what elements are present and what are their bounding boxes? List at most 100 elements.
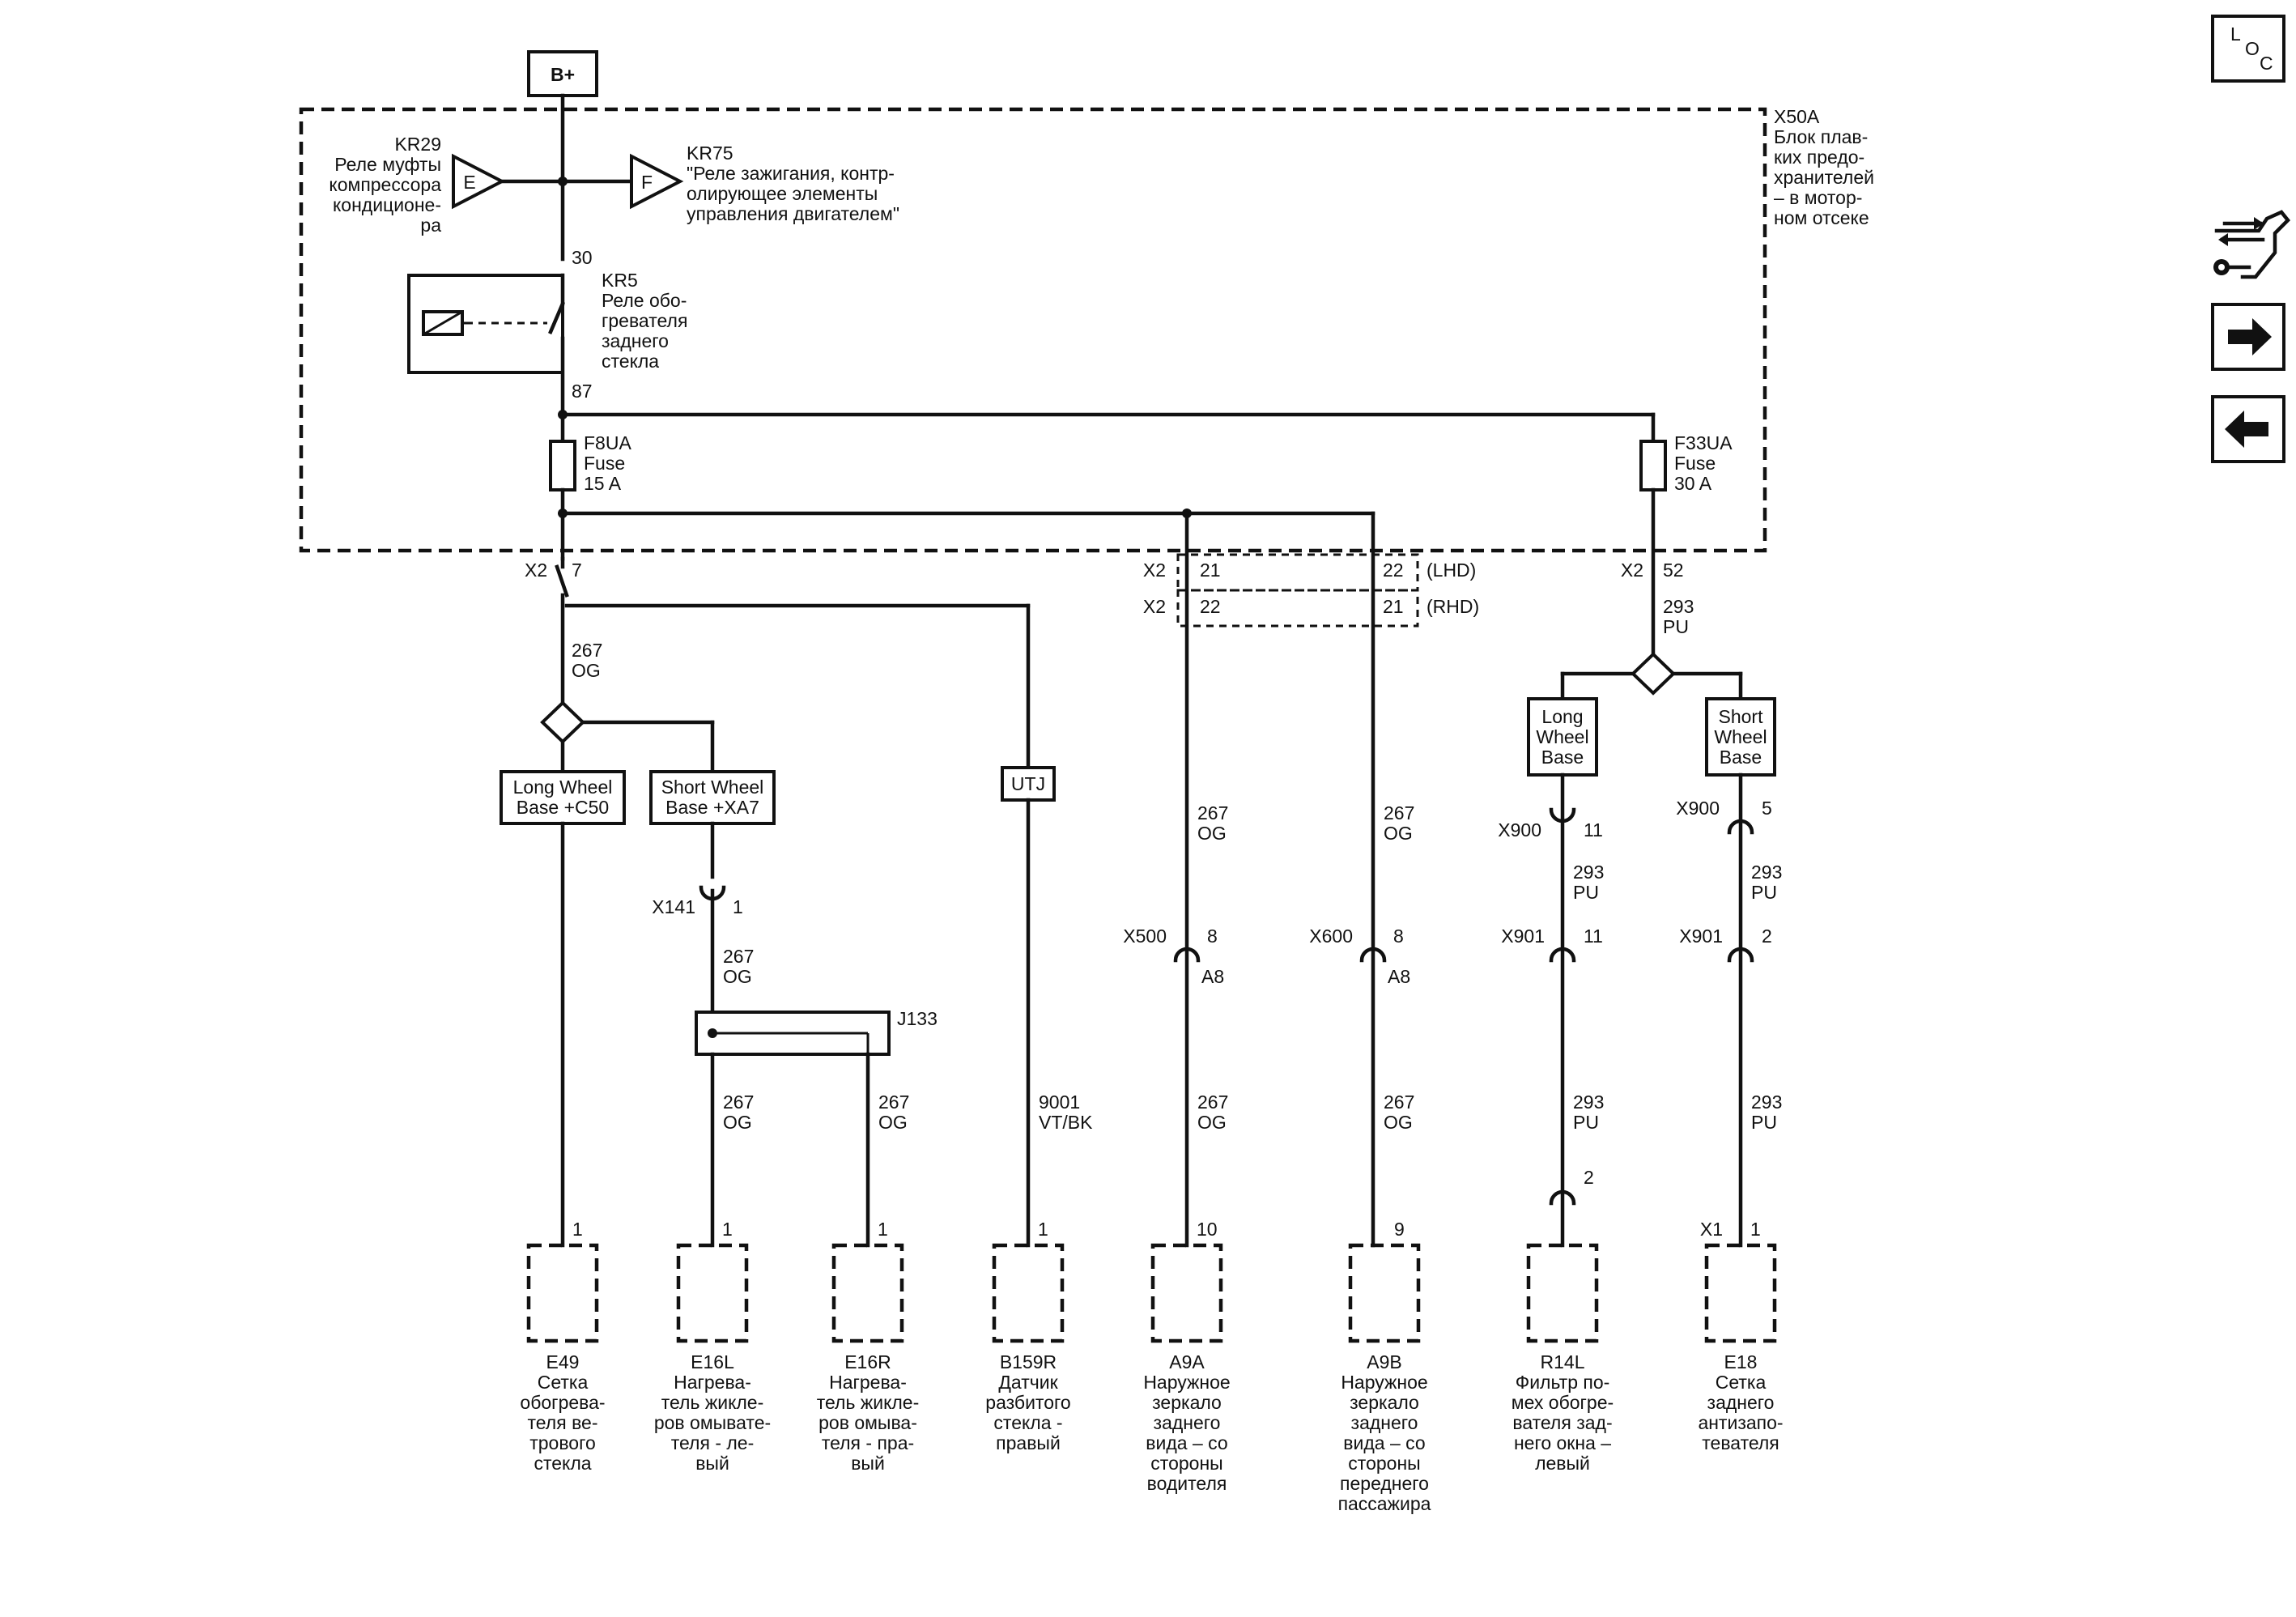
- component-description: правый: [996, 1432, 1061, 1453]
- svg-text:293: 293: [1751, 862, 1782, 883]
- component-description: Наружное: [1143, 1372, 1230, 1393]
- option-long-wheel-base-right: Long Wheel Base: [1527, 697, 1598, 777]
- svg-text:X600: X600: [1309, 926, 1353, 947]
- svg-text:KR29: KR29: [394, 134, 441, 155]
- svg-text:87: 87: [572, 381, 593, 402]
- svg-text:ких предо-: ких предо-: [1774, 147, 1864, 168]
- svg-text:PU: PU: [1663, 616, 1689, 637]
- next-page-button[interactable]: [2211, 303, 2285, 371]
- svg-text:OG: OG: [723, 966, 752, 987]
- component-description: заднего: [1707, 1392, 1775, 1413]
- svg-text:30: 30: [572, 247, 593, 268]
- svg-text:293: 293: [1663, 596, 1694, 617]
- component-pin: 9: [1394, 1219, 1405, 1240]
- kr75-reference-triangle: [630, 153, 684, 210]
- svg-text:30 A: 30 A: [1674, 473, 1712, 494]
- component-id: B159R: [1000, 1351, 1057, 1372]
- component-description: стекла -: [993, 1412, 1062, 1433]
- svg-text:22: 22: [1383, 560, 1404, 581]
- component-description: вида – со: [1146, 1432, 1227, 1453]
- connector-view-button[interactable]: [2213, 210, 2291, 279]
- svg-text:X50A: X50A: [1774, 106, 1820, 127]
- svg-text:"Реле зажигания, контр-: "Реле зажигания, контр-: [687, 163, 895, 184]
- svg-text:VT/BK: VT/BK: [1039, 1112, 1093, 1133]
- component-description: него окна –: [1514, 1432, 1611, 1453]
- svg-text:5: 5: [1762, 798, 1772, 819]
- arrow-right-icon: [2228, 318, 2272, 355]
- svg-text:7: 7: [572, 560, 582, 581]
- svg-text:PU: PU: [1573, 1112, 1599, 1133]
- option-diamond-right: [1631, 652, 1676, 696]
- svg-text:A8: A8: [1201, 966, 1224, 987]
- option-long-wheel-base-c50: Long Wheel Base +C50: [500, 770, 626, 825]
- x900-long-connector: [1549, 807, 1576, 823]
- svg-text:267: 267: [1197, 1091, 1228, 1113]
- svg-text:PU: PU: [1751, 1112, 1777, 1133]
- svg-text:22: 22: [1200, 596, 1221, 617]
- x500-connector: [1173, 947, 1201, 963]
- svg-text:(LHD): (LHD): [1426, 560, 1476, 581]
- svg-text:11: 11: [1584, 819, 1603, 840]
- component-description: тель жикле-: [661, 1392, 764, 1413]
- component-description: Нагрева-: [674, 1372, 751, 1393]
- component-pin: 1: [572, 1219, 583, 1240]
- svg-text:Base +C50: Base +C50: [517, 797, 609, 818]
- kr5-contact: [548, 301, 565, 334]
- component-description: пассажира: [1338, 1493, 1431, 1514]
- svg-text:X900: X900: [1676, 798, 1720, 819]
- component-id: A9A: [1169, 1351, 1205, 1372]
- svg-text:OG: OG: [1384, 1112, 1413, 1133]
- component-description: Сетка: [538, 1372, 589, 1393]
- loc-button[interactable]: L O C: [2211, 15, 2285, 83]
- component-description: обогрева-: [520, 1392, 605, 1413]
- component-outline: [526, 1243, 599, 1343]
- svg-text:F33UA: F33UA: [1674, 432, 1733, 453]
- svg-text:кондиционе-: кондиционе-: [333, 194, 441, 215]
- component-description: Нагрева-: [829, 1372, 907, 1393]
- previous-page-button[interactable]: [2211, 395, 2285, 463]
- svg-text:X901: X901: [1679, 926, 1723, 947]
- svg-text:– в мотор-: – в мотор-: [1774, 187, 1862, 208]
- component-id: E18: [1724, 1351, 1758, 1372]
- svg-text:8: 8: [1393, 926, 1404, 947]
- svg-text:267: 267: [1197, 802, 1228, 823]
- relay-kr5: 30 KR5 Реле обо- гревателя заднего стекл…: [407, 247, 687, 417]
- svg-text:заднего: заднего: [602, 330, 669, 351]
- component-description: левый: [1535, 1453, 1590, 1474]
- svg-text:(RHD): (RHD): [1426, 596, 1479, 617]
- component-outline: [1704, 1243, 1777, 1343]
- fuse-block-title: X50A Блок плав- ких предо- хранителей – …: [1774, 106, 1874, 228]
- svg-text:Wheel: Wheel: [1714, 726, 1767, 747]
- component-pin: 1: [878, 1219, 888, 1240]
- component-outline: [1348, 1243, 1421, 1343]
- option-short-wheel-base-xa7: Short Wheel Base +XA7: [649, 770, 776, 825]
- component-pin: 10: [1197, 1219, 1218, 1240]
- svg-text:293: 293: [1573, 1091, 1604, 1113]
- component-pin: 1: [1750, 1219, 1761, 1240]
- svg-text:9001: 9001: [1039, 1091, 1080, 1113]
- x2-rhd-connector: [1176, 589, 1419, 628]
- svg-text:ра: ра: [420, 215, 441, 236]
- component-id: R14L: [1541, 1351, 1585, 1372]
- svg-text:X500: X500: [1123, 926, 1167, 947]
- svg-text:11: 11: [1584, 926, 1603, 947]
- svg-text:F: F: [641, 172, 653, 193]
- component-description: Сетка: [1716, 1372, 1767, 1393]
- svg-text:OG: OG: [1384, 823, 1413, 844]
- option-diamond-left: [540, 700, 585, 744]
- svg-text:Fuse: Fuse: [584, 453, 625, 474]
- option-utj: UTJ: [1001, 766, 1056, 802]
- svg-text:X141: X141: [652, 896, 695, 917]
- svg-text:управления двигателем": управления двигателем": [687, 203, 899, 224]
- relay-kr29-ref: KR29 Реле муфты компрессора кондиционе- …: [329, 134, 506, 236]
- svg-text:Wheel: Wheel: [1536, 726, 1588, 747]
- component-description: заднего: [1351, 1412, 1418, 1433]
- fuse-f33ua: [1639, 440, 1667, 491]
- component-pin: 1: [1038, 1219, 1048, 1240]
- svg-text:Short Wheel: Short Wheel: [661, 777, 764, 798]
- svg-text:Base +XA7: Base +XA7: [665, 797, 759, 818]
- r14l-pin-connector: [1549, 1189, 1576, 1206]
